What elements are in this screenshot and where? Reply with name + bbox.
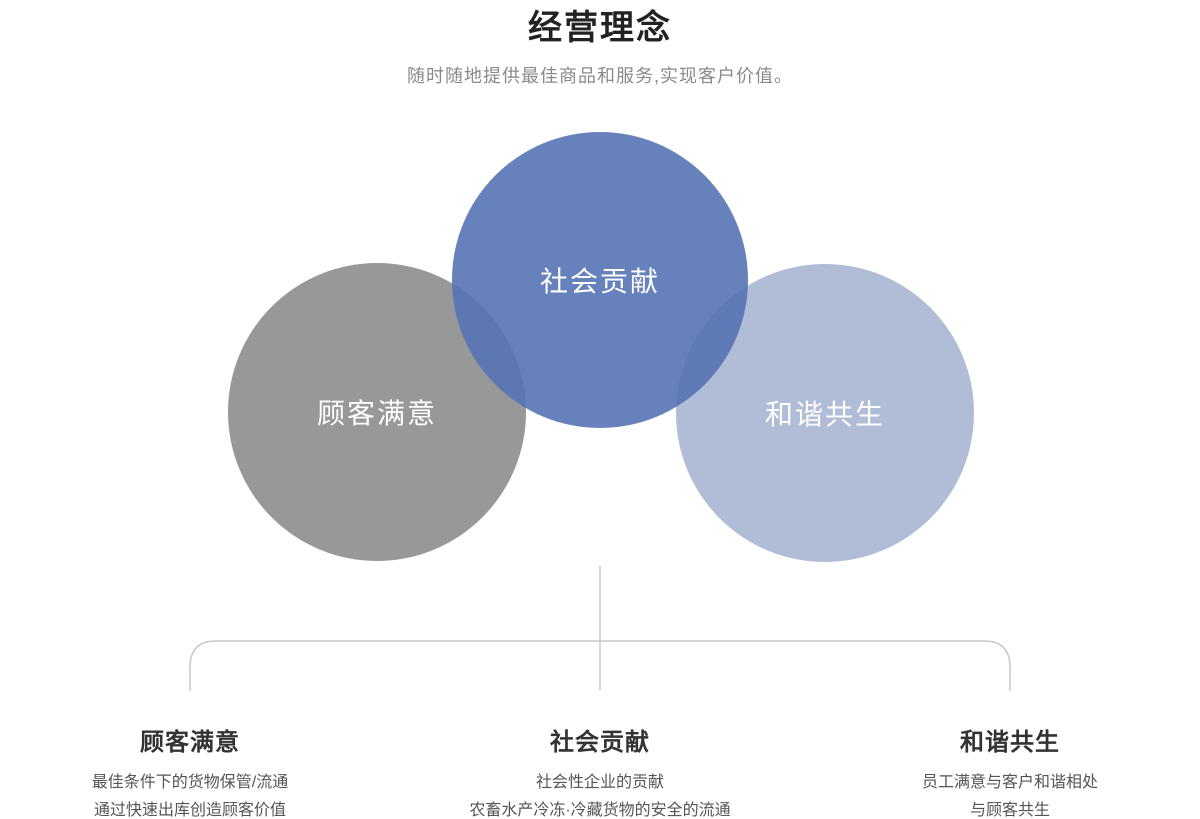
page-title: 经营理念 <box>528 9 672 47</box>
section-line: 通过快速出库创造顾客价值 <box>93 802 286 819</box>
page-subtitle: 随时随地提供最佳商品和服务,实现客户价值。 <box>407 66 793 86</box>
section-line: 与顾客共生 <box>969 802 1050 819</box>
circle-social-contribution: 社会贡献 <box>452 132 748 428</box>
section-social-contribution: 社会贡献 社会性企业的贡献 农畜水产冷冻·冷藏货物的安全的流通 <box>400 722 800 819</box>
section-line: 社会性企业的贡献 <box>535 774 664 791</box>
section-line: 最佳条件下的货物保管/流通 <box>91 774 289 791</box>
circle-label: 社会贡献 <box>539 266 660 297</box>
section-line: 农畜水产冷冻·冷藏货物的安全的流通 <box>469 802 731 819</box>
section-harmonious-coexistence: 和谐共生 员工满意与客户和谐相处 与顾客共生 <box>810 722 1200 819</box>
section-heading: 社会贡献 <box>550 729 650 756</box>
section-heading: 顾客满意 <box>140 729 240 756</box>
circle-label: 顾客满意 <box>316 398 437 429</box>
circle-label: 和谐共生 <box>764 399 885 430</box>
section-customer-satisfaction: 顾客满意 最佳条件下的货物保管/流通 通过快速出库创造顾客价值 <box>0 722 390 819</box>
section-heading: 和谐共生 <box>960 729 1060 756</box>
section-line: 员工满意与客户和谐相处 <box>921 774 1098 791</box>
